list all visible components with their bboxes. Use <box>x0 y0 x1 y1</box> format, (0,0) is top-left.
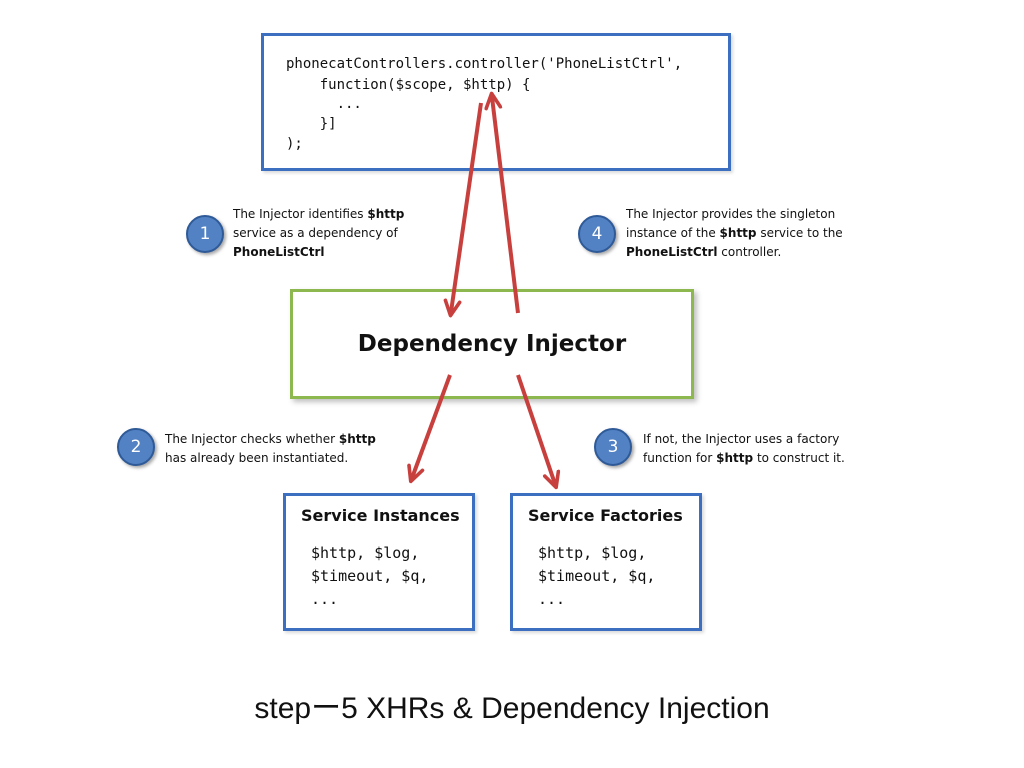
note-line: The Injector checks whether $http <box>165 432 376 446</box>
service-line: ... <box>538 590 566 608</box>
note-line: function for $http to construct it. <box>643 451 845 465</box>
injector-title: Dependency Injector <box>357 331 627 357</box>
step-2-note: The Injector checks whether $http has al… <box>165 430 376 468</box>
note-line: PhoneListCtrl controller. <box>626 245 782 259</box>
note-line: The Injector identifies $http <box>233 207 405 221</box>
step-1-badge: 1 <box>186 215 224 253</box>
service-line: $timeout, $q, <box>311 567 429 585</box>
note-line: service as a dependency of <box>233 226 398 240</box>
step-2-badge: 2 <box>117 428 155 466</box>
service-line: $timeout, $q, <box>538 567 656 585</box>
step-3-badge: 3 <box>594 428 632 466</box>
service-line: $http, $log, <box>311 544 420 562</box>
service-factories-title: Service Factories <box>528 506 683 525</box>
code-line: ... <box>286 96 362 112</box>
service-line: $http, $log, <box>538 544 647 562</box>
code-line: phonecatControllers.controller('PhoneLis… <box>286 56 683 72</box>
step-1-note: The Injector identifies $http service as… <box>233 205 404 262</box>
service-instances-box: Service Instances $http, $log, $timeout,… <box>283 493 475 631</box>
service-line: ... <box>311 590 339 608</box>
dependency-injector-box: Dependency Injector <box>290 289 694 399</box>
note-line: If not, the Injector uses a factory <box>643 432 840 446</box>
code-line: }] <box>286 116 337 132</box>
note-line: PhoneListCtrl <box>233 245 325 259</box>
code-line: function($scope, $http) { <box>286 77 531 93</box>
note-line: The Injector provides the singleton <box>626 207 836 221</box>
note-line: has already been instantiated. <box>165 451 349 465</box>
service-factories-box: Service Factories $http, $log, $timeout,… <box>510 493 702 631</box>
slide-caption: stepー5 XHRs & Dependency Injection <box>254 692 770 725</box>
step-4-badge: 4 <box>578 215 616 253</box>
note-line: instance of the $http service to the <box>626 226 843 240</box>
code-line: ); <box>286 136 303 152</box>
controller-code-box: phonecatControllers.controller('PhoneLis… <box>261 33 731 171</box>
step-3-note: If not, the Injector uses a factory func… <box>643 430 845 468</box>
service-instances-title: Service Instances <box>301 506 460 525</box>
step-4-note: The Injector provides the singleton inst… <box>626 205 843 262</box>
